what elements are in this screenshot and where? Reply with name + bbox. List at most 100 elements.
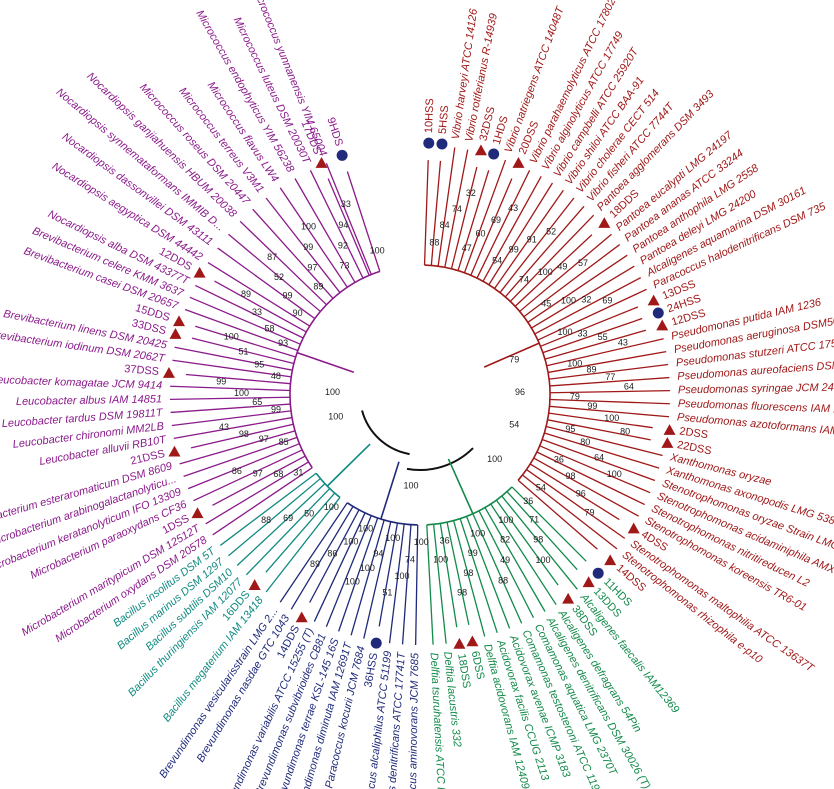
branch [214, 280, 307, 333]
bootstrap-value: 45 [541, 299, 551, 309]
tree-leaf: 5HSS [436, 105, 451, 150]
branch [540, 306, 639, 347]
bootstrap-value: 32 [581, 295, 591, 305]
branch [537, 288, 647, 341]
tree-leaf: 2DSS [663, 424, 709, 441]
branch [501, 495, 578, 590]
bootstrap-value: 52 [546, 227, 556, 237]
branch [325, 515, 372, 628]
branch [170, 396, 291, 401]
bootstrap-value: 43 [219, 422, 229, 432]
branch [239, 220, 327, 306]
branch [526, 469, 626, 539]
branch [523, 244, 621, 318]
bootstrap-value: 60 [476, 228, 486, 238]
bootstrap-value: 57 [578, 258, 588, 268]
branch [472, 513, 523, 624]
branch [363, 521, 392, 639]
branch [529, 463, 620, 521]
leaf-label: Brevundimonas vesicularisstrain LMG 2... [157, 605, 280, 780]
bootstrap-value: 99 [509, 244, 519, 254]
triangle-marker-icon [193, 266, 206, 278]
bootstrap-value: 88 [261, 515, 271, 525]
branch [170, 385, 291, 392]
branch [313, 512, 366, 622]
tree-leaf: 6DSS [466, 635, 486, 681]
circle-marker-icon [436, 138, 448, 150]
triangle-marker-icon [466, 635, 479, 647]
bootstrap-value: 64 [594, 452, 604, 462]
branch [325, 162, 372, 275]
branch [476, 170, 531, 279]
bootstrap-value: 65 [252, 397, 262, 407]
bootstrap-value: 100 [414, 537, 429, 547]
bootstrap-value: 100 [498, 515, 513, 525]
branch [309, 509, 360, 603]
branch [511, 486, 587, 562]
bootstrap-value: 87 [267, 252, 277, 262]
bootstrap-value: 79 [584, 508, 594, 518]
triangle-marker-icon [512, 157, 525, 168]
branch [388, 523, 405, 644]
branch [547, 350, 667, 374]
branch [279, 187, 348, 288]
bootstrap-value: 51 [382, 588, 392, 598]
branch [207, 261, 311, 327]
branch [170, 403, 291, 414]
branch [265, 197, 341, 293]
branch [548, 412, 653, 429]
branch [173, 416, 293, 440]
branch [519, 233, 612, 312]
leaf-label: 9HDS [324, 116, 344, 148]
tree-leaf: 10HSS [423, 98, 436, 149]
branch [236, 483, 326, 566]
branch [350, 519, 385, 636]
bootstrap-value: 100 [607, 469, 622, 479]
bootstrap-value: 94 [338, 220, 348, 230]
branch [430, 160, 442, 266]
bootstrap-value: 100 [385, 533, 400, 543]
bootstrap-value: 54 [509, 419, 519, 429]
bootstrap-value: 99 [216, 377, 226, 387]
triangle-marker-icon [661, 437, 674, 448]
bootstrap-value: 73 [340, 260, 350, 270]
triangle-marker-icon [663, 424, 676, 435]
branch-arc [289, 270, 381, 469]
leaf-label: Leucobacter komagatae JCM 9414 [0, 374, 162, 392]
bootstrap-value: 100 [567, 359, 582, 369]
branch [296, 351, 355, 373]
bootstrap-value: 36 [523, 496, 533, 506]
leaf-label: 10HSS [423, 98, 436, 133]
branch [423, 160, 429, 266]
bootstrap-value: 100 [360, 563, 375, 573]
branch [437, 147, 456, 267]
bootstrap-value: 79 [570, 391, 580, 401]
branch [495, 499, 559, 586]
branch [252, 208, 334, 299]
bootstrap-value: 74 [519, 274, 529, 284]
triangle-marker-icon [604, 554, 617, 566]
triangle-marker-icon [191, 507, 204, 519]
bootstrap-value: 100 [604, 413, 619, 423]
circle-marker-icon [592, 567, 604, 579]
branch [533, 457, 639, 517]
branch [189, 296, 301, 345]
bootstrap-value: 55 [598, 332, 608, 342]
bootstrap-value: 36 [440, 536, 450, 546]
triangle-marker-icon [295, 611, 308, 623]
bootstrap-value: 74 [405, 554, 415, 564]
branch [326, 443, 371, 487]
bootstrap-value: 47 [462, 243, 472, 253]
branch [531, 265, 635, 329]
branch [219, 472, 317, 546]
branch [470, 178, 513, 276]
branch [484, 507, 546, 612]
bootstrap-value: 100 [324, 502, 339, 512]
branch [228, 233, 321, 312]
bootstrap-value: 50 [304, 509, 314, 519]
branch [174, 346, 293, 371]
bootstrap-value: 95 [565, 424, 575, 434]
branch [191, 337, 295, 365]
bootstrap-value: 32 [466, 188, 476, 198]
branch [290, 506, 354, 610]
